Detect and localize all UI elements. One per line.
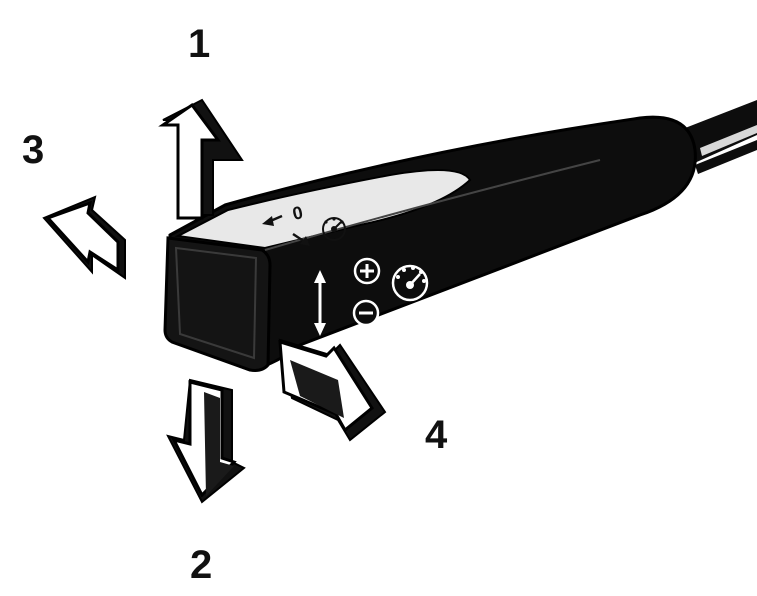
small-arrow-right-icon: [292, 232, 310, 246]
lever-shaft: [680, 100, 757, 174]
side-face-controls: [314, 257, 429, 336]
arrow-toward-icon: [278, 338, 387, 442]
lever-handle: [163, 115, 697, 372]
minus-button-icon: [352, 299, 380, 327]
small-arrow-left-icon: [262, 214, 283, 226]
arrow-up-icon: [158, 98, 244, 220]
label-4: 4: [425, 413, 448, 457]
lever-top-face: [174, 169, 472, 250]
plus-button-icon: [353, 257, 381, 285]
arrow-left-icon: [42, 195, 126, 280]
speedometer-icon-top: [322, 217, 346, 241]
label-2: 2: [190, 543, 213, 587]
speedometer-icon-side: [391, 264, 429, 302]
up-down-arrow-icon: [314, 270, 326, 336]
top-face-symbols: 0: [262, 202, 346, 246]
label-3: 3: [22, 128, 45, 172]
position-zero-marker: 0: [291, 202, 305, 224]
label-1: 1: [188, 22, 211, 66]
arrow-down-icon: [166, 378, 246, 504]
